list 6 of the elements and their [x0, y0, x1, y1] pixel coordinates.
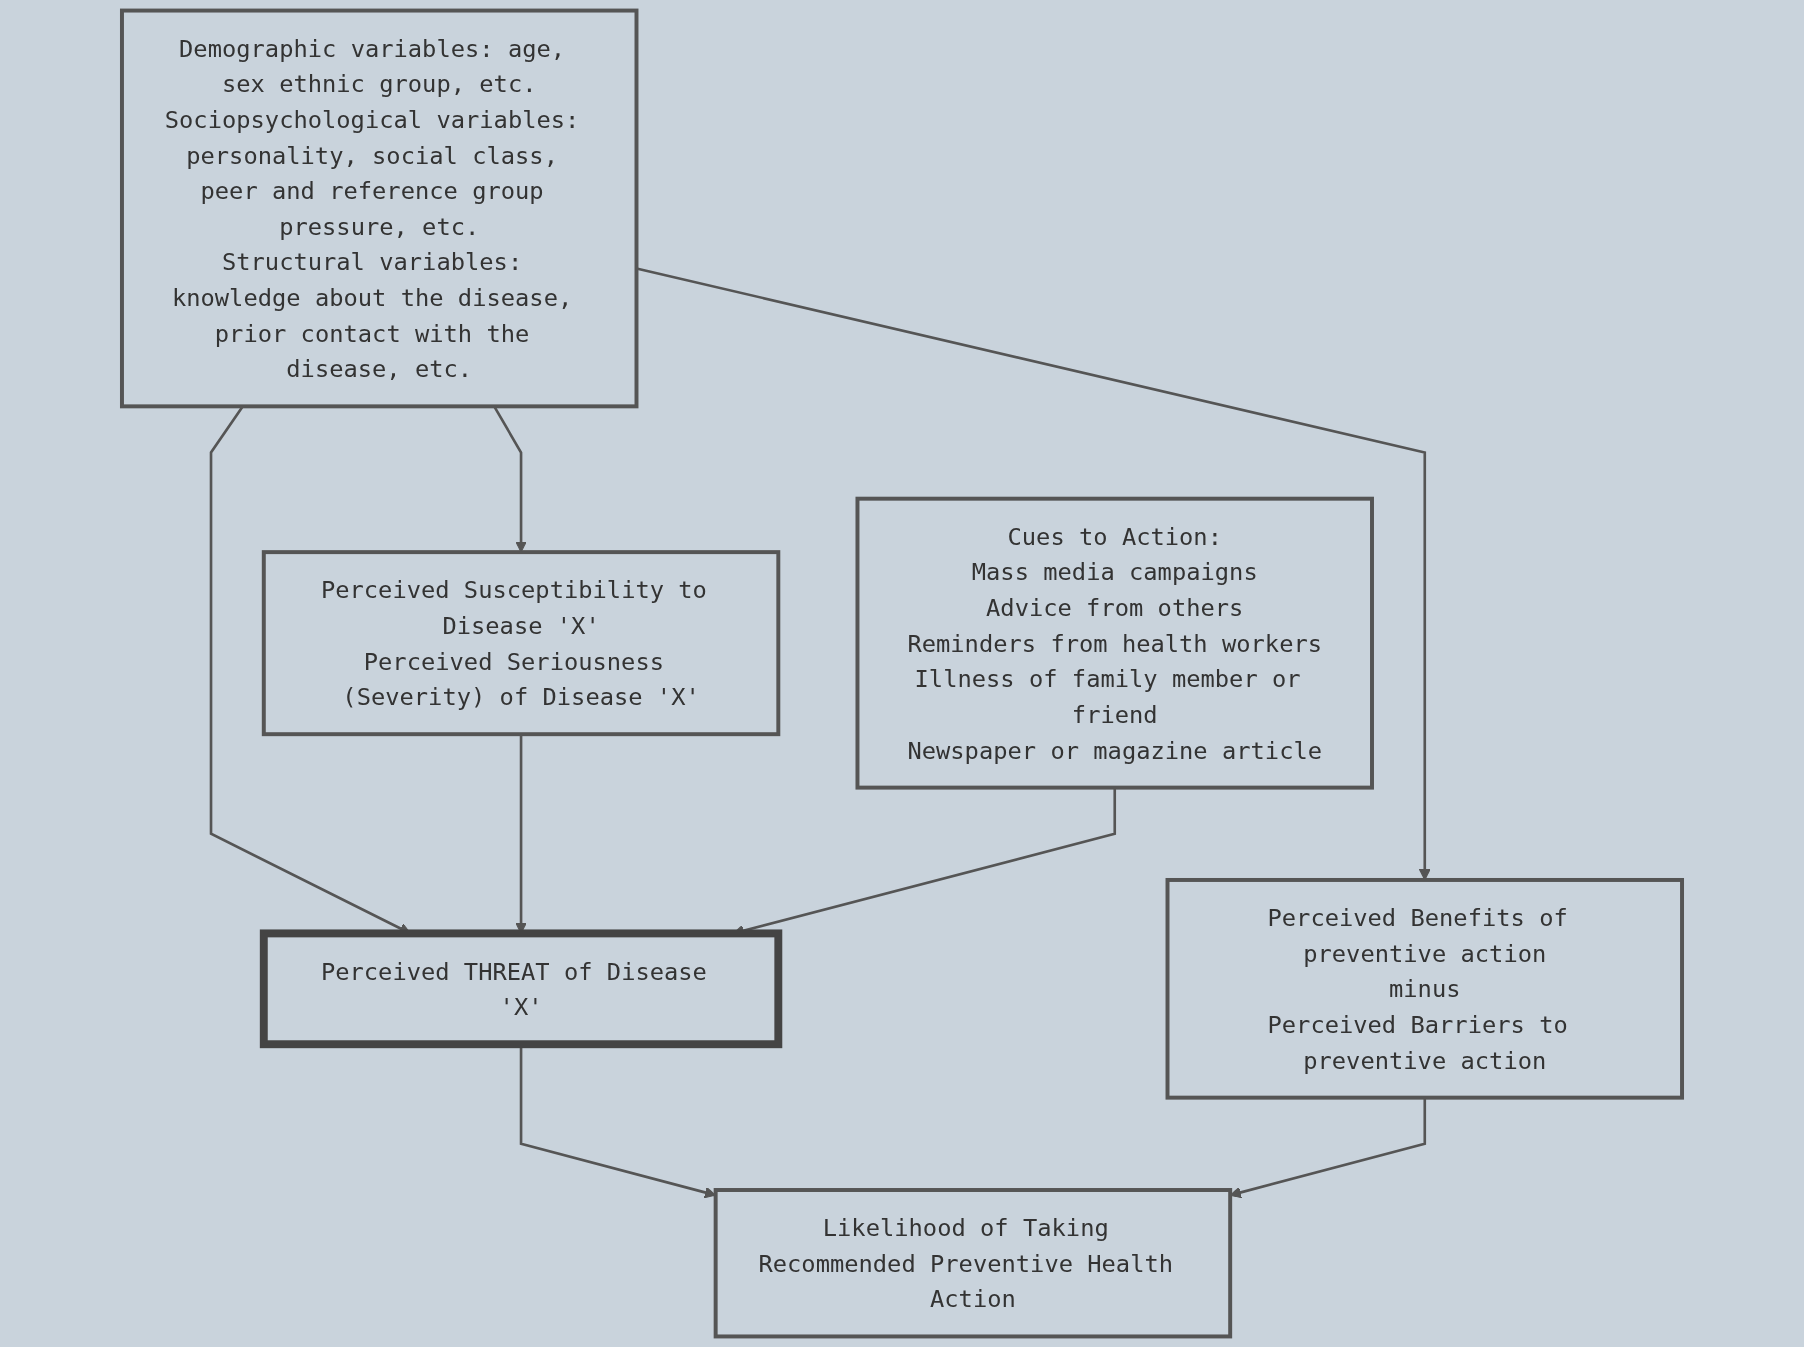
node-box: Demographic variables: age, sex ethnic group, etc. Sociopsychological variables: personality, social class, peer and reference group pressure, etc. Structural variables: knowledge about the disease, prior contact with the disease, etc.	[120, 8, 639, 409]
node-box: Likelihood of Taking Recommended Preventive Health Action	[713, 1188, 1233, 1339]
node-box: Cues to Action: Mass media campaigns Advice from others Reminders from health workers Illness of family member or friend Newspaper or magazine article	[855, 496, 1374, 790]
node-box: Perceived THREAT of Disease 'X'	[259, 929, 783, 1049]
node-box: Perceived Benefits of preventive action minus Perceived Barriers to preventive action	[1165, 878, 1684, 1100]
node-box: Perceived Susceptibility to Disease 'X' Perceived Seriousness (Severity) of Disease 'X'	[261, 550, 781, 737]
